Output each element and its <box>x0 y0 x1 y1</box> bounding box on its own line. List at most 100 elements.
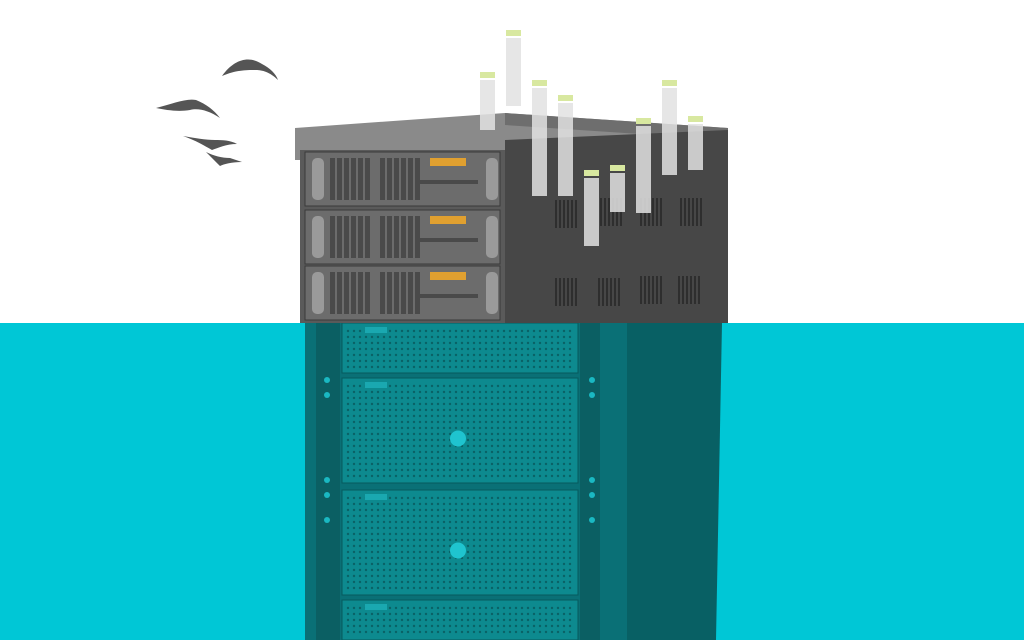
vent-hole <box>550 580 554 584</box>
vent-hole <box>370 432 374 436</box>
vent-hole <box>436 574 440 578</box>
vent-hole <box>502 508 506 512</box>
vent-hole <box>436 630 440 634</box>
vent-hole <box>490 606 494 610</box>
vent-hole <box>550 496 554 500</box>
vent-hole <box>442 618 446 622</box>
vent-hole <box>370 568 374 572</box>
vent-hole <box>358 444 362 448</box>
vent-hole <box>370 456 374 460</box>
vent-hole <box>358 335 362 339</box>
vent-hole <box>478 496 482 500</box>
vent-hole <box>358 408 362 412</box>
vent-hole <box>442 502 446 506</box>
vent-hole <box>514 468 518 472</box>
vent-hole <box>496 396 500 400</box>
vent-hole <box>364 456 368 460</box>
vent-hole <box>520 526 524 530</box>
vent-hole <box>520 538 524 542</box>
vent-hole <box>394 624 398 628</box>
vent-hole <box>472 335 476 339</box>
vent-hole <box>538 520 542 524</box>
vent-hole <box>394 514 398 518</box>
vent-hole <box>526 544 530 548</box>
vent-hole <box>418 444 422 448</box>
vent-hole <box>496 329 500 333</box>
vent-hole <box>370 353 374 357</box>
unit-label <box>365 494 387 500</box>
vent-hole <box>400 329 404 333</box>
vent-hole <box>508 586 512 590</box>
vent-hole <box>376 420 380 424</box>
vent-hole <box>526 526 530 530</box>
vent-hole <box>364 402 368 406</box>
vent-hole <box>430 586 434 590</box>
vent-hole <box>550 606 554 610</box>
vent-hole <box>370 526 374 530</box>
vent-hole <box>526 514 530 518</box>
vent-hole <box>448 562 452 566</box>
vent-hole <box>538 514 542 518</box>
vent-hole <box>430 544 434 548</box>
vent-hole <box>430 365 434 369</box>
vent-hole <box>526 414 530 418</box>
vent-slot <box>678 276 680 304</box>
vent-hole <box>562 347 566 351</box>
vent-hole <box>364 353 368 357</box>
vent-hole <box>544 402 548 406</box>
vent-hole <box>436 520 440 524</box>
server-unit-face <box>341 377 579 484</box>
vent-slot <box>660 198 662 226</box>
vent-hole <box>454 456 458 460</box>
vent-hole <box>448 538 452 542</box>
vent-hole <box>472 468 476 472</box>
vent-hole <box>382 538 386 542</box>
vent-hole <box>358 612 362 616</box>
vent-slot <box>575 200 577 228</box>
vent-hole <box>562 359 566 363</box>
vent-hole <box>490 538 494 542</box>
vent-hole <box>460 580 464 584</box>
vent-hole <box>496 474 500 478</box>
vent-hole <box>562 474 566 478</box>
vent-hole <box>436 414 440 418</box>
vent-hole <box>478 562 482 566</box>
vent-slot <box>610 278 612 306</box>
vent-hole <box>352 359 356 363</box>
vent-hole <box>568 606 572 610</box>
vent-hole <box>454 514 458 518</box>
vent-hole <box>430 335 434 339</box>
vent-hole <box>388 408 392 412</box>
vent-hole <box>550 341 554 345</box>
vent-hole <box>388 359 392 363</box>
vent-hole <box>556 568 560 572</box>
power-button <box>450 430 466 447</box>
vent-hole <box>514 408 518 412</box>
vent-hole <box>364 580 368 584</box>
vent-hole <box>370 341 374 345</box>
vent-hole <box>478 630 482 634</box>
vent-hole <box>562 450 566 454</box>
vent-hole <box>562 606 566 610</box>
vent-hole <box>454 462 458 466</box>
vent-hole <box>532 538 536 542</box>
vent-hole <box>382 556 386 560</box>
vent-hole <box>346 384 350 388</box>
vent-hole <box>346 426 350 430</box>
vent-hole <box>382 568 386 572</box>
vent-hole <box>544 444 548 448</box>
server-display <box>430 158 466 166</box>
vent-hole <box>352 630 356 634</box>
smoke-column <box>636 126 651 213</box>
vent-hole <box>442 574 446 578</box>
vent-hole <box>496 426 500 430</box>
vent-hole <box>430 329 434 333</box>
rack-rivet <box>324 377 330 383</box>
vent-hole <box>358 426 362 430</box>
vent-hole <box>442 390 446 394</box>
vent-hole <box>550 574 554 578</box>
vent-hole <box>406 468 410 472</box>
vent-hole <box>502 562 506 566</box>
vent-hole <box>490 630 494 634</box>
vent-hole <box>556 624 560 628</box>
